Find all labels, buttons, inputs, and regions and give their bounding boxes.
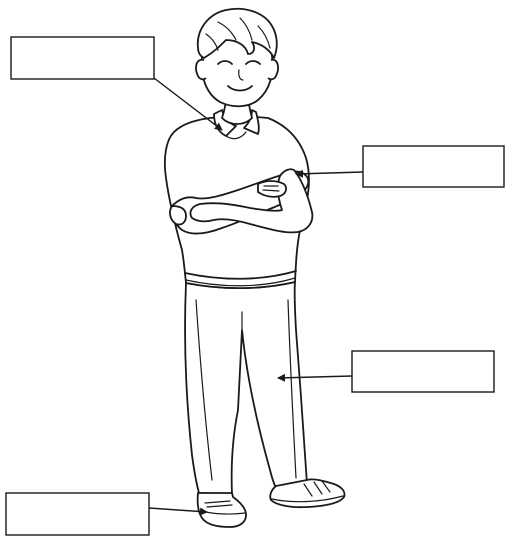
trousers-label [278,351,494,392]
sweater-drawing [165,117,313,289]
collar-label [11,37,222,130]
sweater-label [296,146,504,187]
trousers-answer-box[interactable] [352,351,494,392]
trousers-drawing [185,282,307,494]
shoes-label [6,493,207,535]
head-drawing [196,9,278,106]
sweater-answer-box[interactable] [363,146,504,187]
collar-answer-box[interactable] [11,37,154,79]
left-shoe-drawing [198,493,246,527]
shoes-answer-box[interactable] [6,493,149,535]
boy-figure [165,9,345,527]
